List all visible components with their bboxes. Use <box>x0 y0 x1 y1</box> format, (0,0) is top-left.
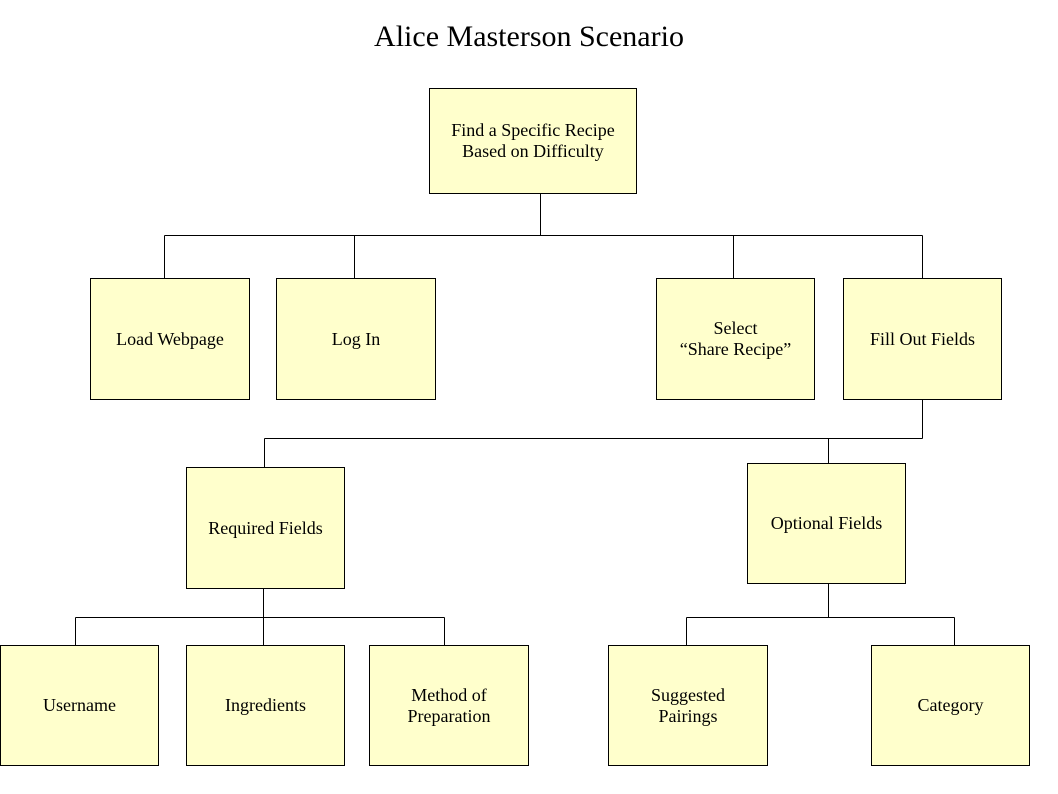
node-fill-out-fields: Fill Out Fields <box>843 278 1002 400</box>
node-username: Username <box>0 645 159 766</box>
diagram-title: Alice Masterson Scenario <box>374 20 684 53</box>
node-find-recipe: Find a Specific Recipe Based on Difficul… <box>429 88 637 194</box>
node-required-fields: Required Fields <box>186 467 345 589</box>
node-optional-fields: Optional Fields <box>747 463 906 584</box>
node-category: Category <box>871 645 1030 766</box>
node-suggested-pairings: Suggested Pairings <box>608 645 768 766</box>
node-method-of-preparation: Method of Preparation <box>369 645 529 766</box>
node-log-in: Log In <box>276 278 436 400</box>
node-ingredients: Ingredients <box>186 645 345 766</box>
node-load-webpage: Load Webpage <box>90 278 250 400</box>
node-select-share-recipe: Select “Share Recipe” <box>656 278 815 400</box>
